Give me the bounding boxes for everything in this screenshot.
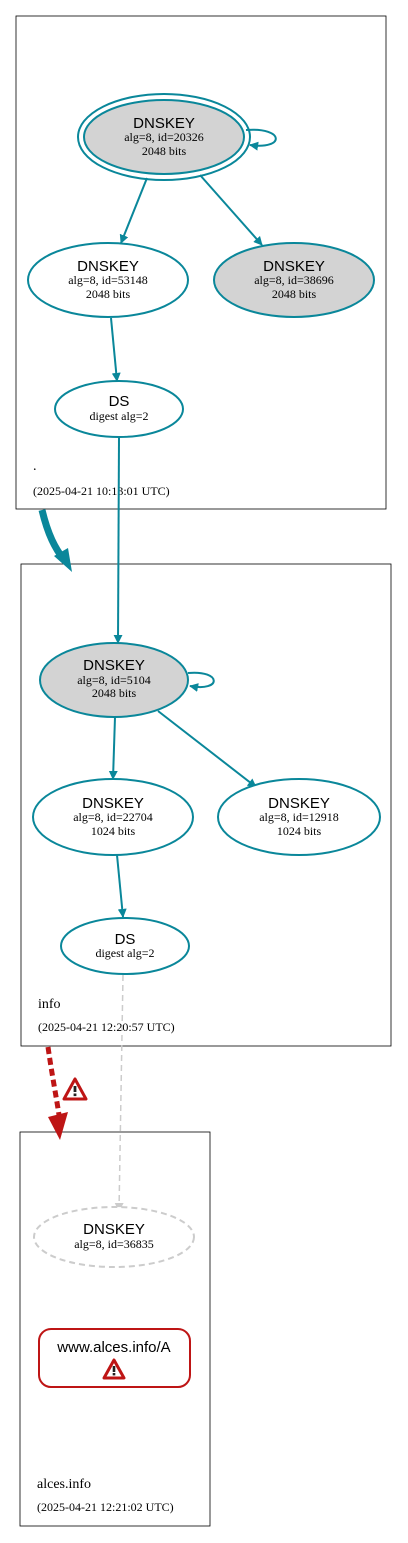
node-root-ksk-line2: 2048 bits — [142, 144, 187, 158]
zone-alces: alces.info (2025-04-21 12:21:02 UTC) — [19, 1131, 211, 1527]
node-info-zsk2: DNSKEY alg=8, id=12918 1024 bits — [217, 778, 381, 856]
rrset-warning-icon — [102, 1358, 126, 1380]
node-root-zsk-title: DNSKEY — [77, 258, 139, 275]
edge-infoksk-infozsk2 — [157, 710, 257, 788]
delegation-info-to-alces — [45, 1046, 68, 1140]
node-root-ds-title: DS — [109, 393, 130, 410]
node-root-ksk-line1: alg=8, id=20326 — [124, 130, 204, 144]
node-info-zsk1-title: DNSKEY — [82, 795, 144, 812]
zone-alces-name: alces.info — [37, 1477, 91, 1492]
node-root-zsk: DNSKEY alg=8, id=53148 2048 bits — [27, 242, 189, 318]
node-alces-key-title: DNSKEY — [83, 1221, 145, 1238]
node-root-ksk: DNSKEY alg=8, id=20326 2048 bits — [77, 93, 251, 181]
node-root-zsk-line2: 2048 bits — [86, 287, 131, 301]
edge-infoksk-self — [187, 671, 215, 692]
node-alces-rrset: www.alces.info/A — [38, 1328, 191, 1388]
delegation-root-to-info — [38, 509, 72, 572]
node-info-ds-line1: digest alg=2 — [95, 946, 154, 960]
node-root-ksk2-line2: 2048 bits — [272, 287, 317, 301]
node-root-ksk2-title: DNSKEY — [263, 258, 325, 275]
edge-rootksk-self — [245, 128, 277, 151]
edge-rootzsk-rootds — [110, 317, 121, 382]
node-root-ksk-title: DNSKEY — [133, 115, 195, 132]
edge-infozsk1-infods — [116, 854, 127, 918]
node-info-zsk2-title: DNSKEY — [268, 795, 330, 812]
node-info-zsk2-line2: 1024 bits — [277, 824, 322, 838]
edge-infoksk-infozsk1 — [108, 716, 118, 780]
node-alces-key: DNSKEY alg=8, id=36835 — [33, 1206, 195, 1268]
zone-root-name: . — [33, 459, 37, 474]
node-info-ksk-line2: 2048 bits — [92, 686, 137, 700]
zone-info: info (2025-04-21 12:20:57 UTC) — [20, 563, 392, 1047]
edge-infods-alceskey — [114, 974, 124, 1212]
zone-root-time: (2025-04-21 10:13:01 UTC) — [33, 484, 170, 498]
edge-rootds-infoksk — [113, 436, 123, 644]
node-root-ksk2: DNSKEY alg=8, id=38696 2048 bits — [213, 242, 375, 318]
node-info-zsk2-line1: alg=8, id=12918 — [259, 810, 339, 824]
node-root-ksk2-line1: alg=8, id=38696 — [254, 273, 334, 287]
zone-info-time: (2025-04-21 12:20:57 UTC) — [38, 1020, 175, 1034]
edge-rootksk-rootksk2 — [199, 174, 263, 246]
node-info-zsk1-line2: 1024 bits — [91, 824, 136, 838]
node-root-zsk-line1: alg=8, id=53148 — [68, 273, 148, 287]
zone-info-name: info — [38, 997, 61, 1012]
node-root-ds: DS digest alg=2 — [54, 380, 184, 438]
zone-alces-time: (2025-04-21 12:21:02 UTC) — [37, 1500, 174, 1514]
node-root-ds-line1: digest alg=2 — [89, 409, 148, 423]
node-info-zsk1: DNSKEY alg=8, id=22704 1024 bits — [32, 778, 194, 856]
edges — [108, 128, 277, 1212]
node-info-ksk-title: DNSKEY — [83, 657, 145, 674]
node-alces-key-line1: alg=8, id=36835 — [74, 1237, 154, 1251]
node-info-ds: DS digest alg=2 — [60, 917, 190, 975]
node-info-ksk-line1: alg=8, id=5104 — [77, 673, 151, 687]
node-alces-rrset-title: www.alces.info/A — [56, 1339, 170, 1356]
delegation-warning-icon — [62, 1077, 88, 1101]
node-info-ksk: DNSKEY alg=8, id=5104 2048 bits — [39, 642, 189, 718]
zone-root: . (2025-04-21 10:13:01 UTC) — [15, 15, 387, 510]
node-info-zsk1-line1: alg=8, id=22704 — [73, 810, 153, 824]
edge-rootksk-rootzsk — [119, 177, 148, 244]
node-info-ds-title: DS — [115, 931, 136, 948]
